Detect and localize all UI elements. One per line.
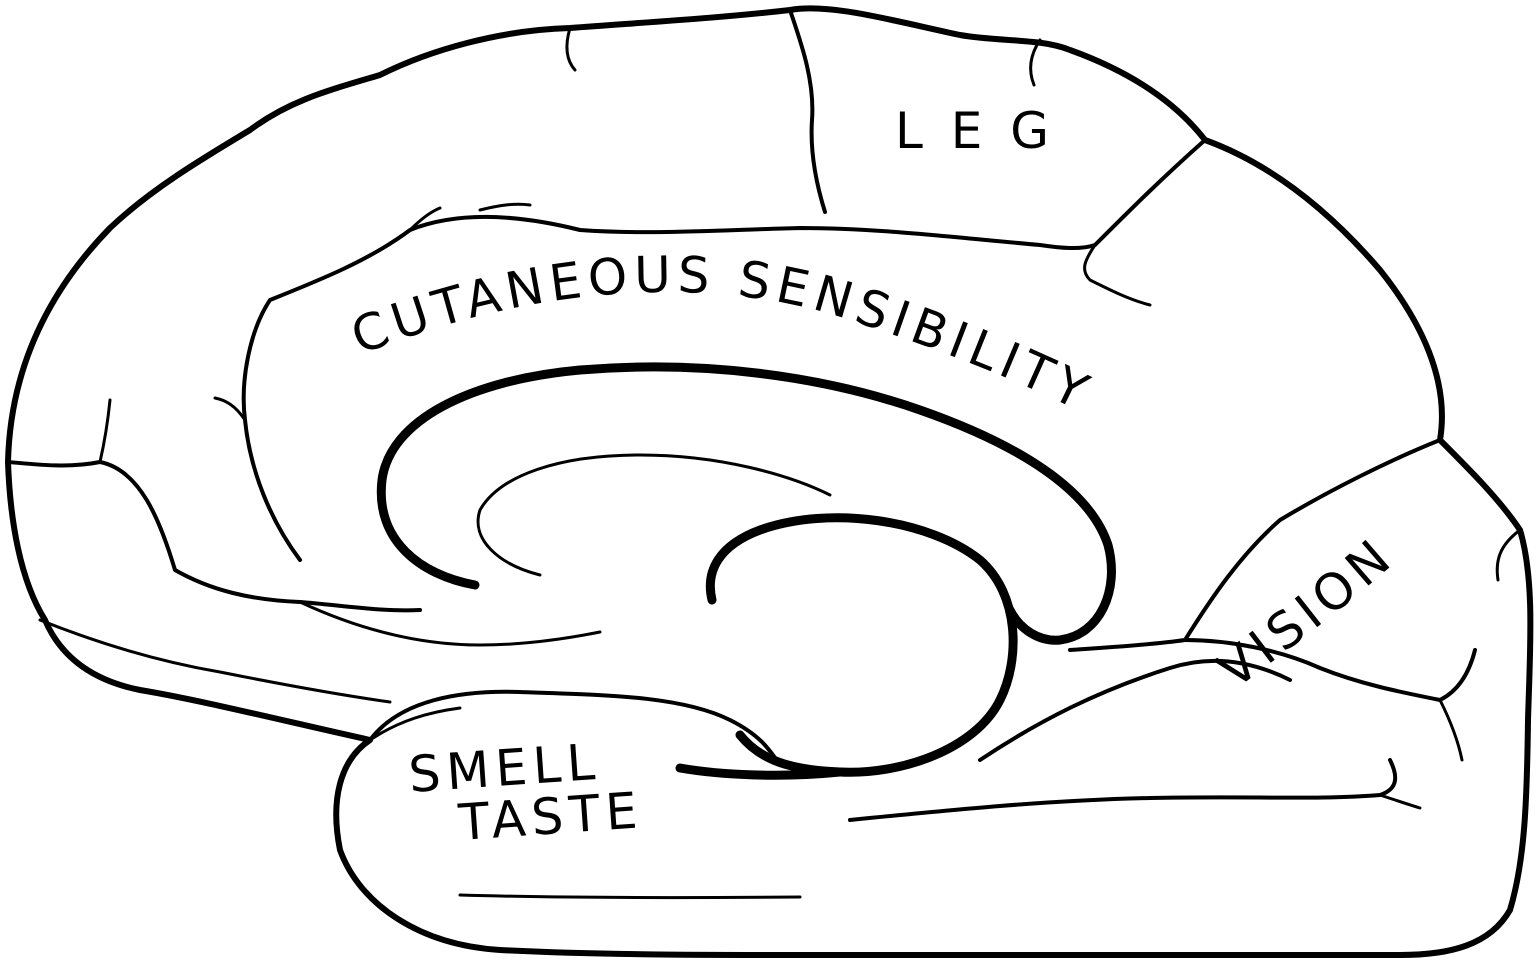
corpus-callosum bbox=[376, 362, 1116, 645]
cingulate-branch-3 bbox=[478, 202, 532, 212]
temporal-sulcus-hook bbox=[1378, 793, 1422, 810]
collateral-sulcus bbox=[978, 658, 1292, 762]
parieto-occipital-fissure bbox=[1068, 438, 1442, 652]
callosal-sulcus bbox=[476, 453, 832, 577]
frontal-sulcus-branch bbox=[98, 398, 112, 464]
cingulate-branch-1 bbox=[213, 396, 247, 422]
brain-outer-outline bbox=[5, 5, 1534, 959]
uncus-outline bbox=[368, 689, 782, 767]
calcarine-branch bbox=[1438, 698, 1464, 762]
cingulate-sulcus bbox=[241, 138, 1207, 562]
temporal-sulcus-lower bbox=[848, 758, 1398, 822]
lower-frontal-gyrus-line-1 bbox=[38, 618, 392, 704]
cingulate-branch-4 bbox=[1083, 243, 1152, 307]
fornix-tail bbox=[675, 763, 845, 780]
label-smell: SMELL bbox=[407, 733, 603, 804]
label-taste: TASTE bbox=[456, 781, 645, 852]
calcarine-fissure bbox=[1183, 638, 1477, 702]
label-vision: VISION bbox=[1207, 526, 1406, 700]
upper-frontal-branch bbox=[565, 26, 577, 72]
temporal-inferior-line bbox=[458, 893, 802, 900]
frontal-sulcus bbox=[6, 460, 422, 613]
leg-lobule-edge bbox=[1029, 38, 1042, 87]
label-leg: L E G bbox=[895, 102, 1055, 160]
occipital-edge bbox=[1495, 528, 1522, 582]
lower-frontal-gyrus-line-2 bbox=[298, 600, 602, 647]
cingulate-branch-2 bbox=[408, 206, 442, 232]
frontal-gyrus-curve bbox=[368, 706, 462, 742]
paracentral-sulcus bbox=[788, 8, 827, 214]
